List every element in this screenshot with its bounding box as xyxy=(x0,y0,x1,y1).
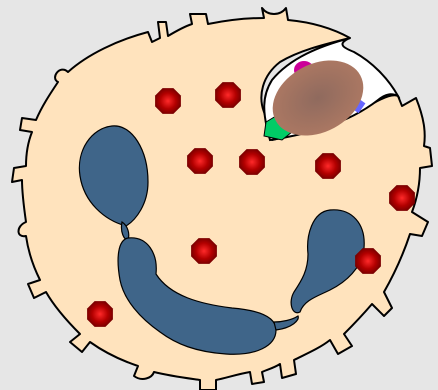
granule xyxy=(355,248,381,274)
granule xyxy=(239,149,265,175)
granule xyxy=(389,185,415,211)
granule xyxy=(191,238,217,264)
granule xyxy=(155,88,181,114)
granule xyxy=(215,82,241,108)
granule xyxy=(315,153,341,179)
granule xyxy=(87,301,113,327)
granule xyxy=(187,148,213,174)
